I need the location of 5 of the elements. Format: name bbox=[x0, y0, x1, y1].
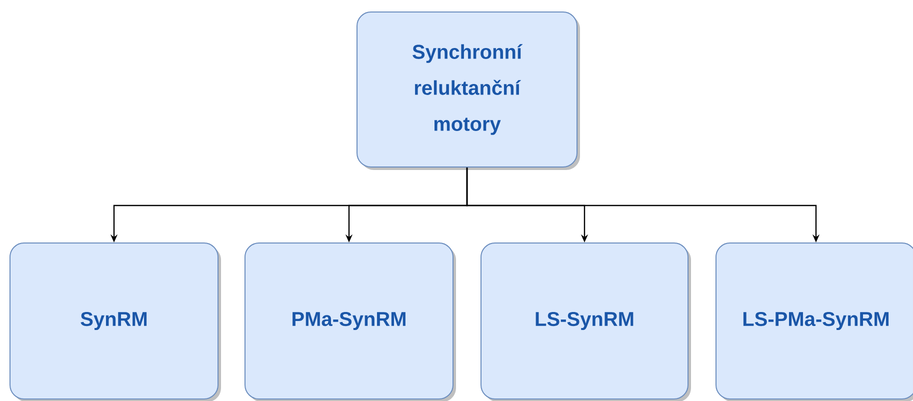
process-box: PMa-SynRM bbox=[244, 242, 454, 400]
process-box: SynRM bbox=[10, 242, 218, 400]
process-box: LS-PMa-SynRM bbox=[716, 242, 913, 400]
process-box: Synchronní reluktanční motory bbox=[356, 12, 578, 168]
process-box: LS-SynRM bbox=[480, 242, 688, 400]
